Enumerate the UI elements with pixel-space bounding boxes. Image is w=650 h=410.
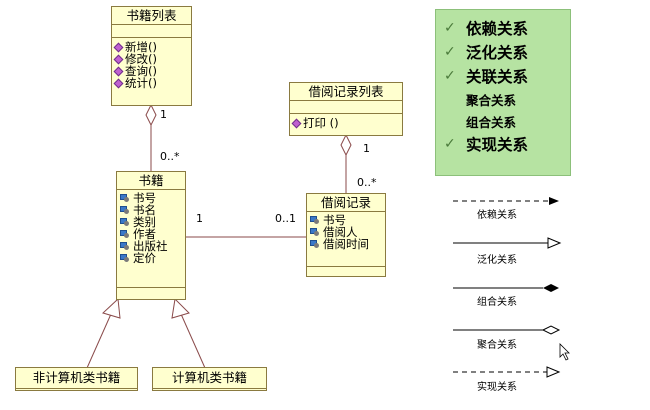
operation-row: 查询() [113, 65, 188, 77]
attribute-row: 书号 [120, 192, 182, 204]
attribute-section [112, 25, 191, 38]
class-book-list[interactable]: 书籍列表 新增() 修改() 查询() 统计() [111, 6, 192, 106]
legend-generalization-arrow [547, 237, 562, 249]
operation-section: 打印 () [290, 114, 402, 131]
legend-label-aggregation: 聚合关系 [477, 340, 517, 351]
legend-label-generalization: 泛化关系 [477, 255, 517, 266]
attribute-row: 书号 [310, 214, 382, 226]
attribute-section [290, 101, 402, 114]
operation-row: 打印 () [291, 117, 399, 129]
attribute-icon [120, 254, 130, 262]
class-name: 计算机类书籍 [153, 368, 266, 389]
class-borrow-list[interactable]: 借阅记录列表 打印 () [289, 82, 403, 136]
multiplicity-label: 1 [196, 212, 203, 225]
operation-icon [291, 118, 302, 128]
relation-item-realization: ✓实现关系 [444, 136, 529, 154]
attribute-row: 书名 [120, 204, 182, 216]
aggregation-diamond-borrowlist [340, 133, 352, 157]
check-icon: ✓ [444, 68, 456, 84]
multiplicity-label: 0..* [160, 150, 180, 163]
class-non-computer-book[interactable]: 非计算机类书籍 [15, 367, 138, 391]
operation-row: 统计() [113, 77, 188, 89]
attribute-row: 类别 [120, 216, 182, 228]
attribute-row: 定价 [120, 252, 182, 264]
legend-label-dependency: 依赖关系 [477, 210, 517, 221]
operation-icon [113, 78, 124, 88]
operation-section: 新增() 修改() 查询() 统计() [112, 38, 191, 91]
generalization-line-computer [180, 313, 206, 369]
check-icon: ✓ [444, 20, 456, 36]
aggregation-diamond-booklist [145, 103, 157, 127]
check-icon: ✓ [444, 44, 456, 60]
legend-dependency-arrow [549, 197, 559, 205]
relation-type-panel: ✓依赖关系 ✓泛化关系 ✓关联关系 聚合关系 组合关系 ✓实现关系 [435, 9, 571, 176]
attribute-icon [120, 206, 130, 214]
generalization-arrow-left [102, 297, 121, 319]
legend-aggregation-diamond [541, 325, 561, 335]
multiplicity-label: 1 [160, 108, 167, 121]
mouse-cursor-icon [559, 343, 570, 361]
attribute-icon [120, 242, 130, 250]
operation-section [307, 267, 385, 271]
attribute-section: 书号 书名 类别 作者 出版社 定价 [117, 190, 185, 288]
legend-label-composition: 组合关系 [477, 297, 517, 308]
attribute-icon [310, 228, 320, 236]
relation-item-association: ✓关联关系 [444, 68, 529, 86]
attribute-row: 出版社 [120, 240, 182, 252]
attribute-section: 书号 借阅人 借阅时间 [307, 212, 385, 267]
class-name: 借阅记录 [307, 194, 385, 212]
class-name: 借阅记录列表 [290, 83, 402, 101]
attribute-icon [120, 194, 130, 202]
operation-icon [113, 66, 124, 76]
legend-label-realization: 实现关系 [477, 382, 517, 393]
legend-realization-arrow [546, 366, 561, 378]
generalization-line-noncomputer [86, 313, 112, 369]
attribute-row: 作者 [120, 228, 182, 240]
generalization-arrow-right [171, 297, 190, 319]
operation-icon [113, 54, 124, 64]
class-borrow-record[interactable]: 借阅记录 书号 借阅人 借阅时间 [306, 193, 386, 277]
operation-icon [113, 42, 124, 52]
attribute-icon [120, 218, 130, 226]
attribute-row: 借阅人 [310, 226, 382, 238]
attribute-icon [120, 230, 130, 238]
legend-composition-diamond [543, 284, 559, 292]
attribute-icon [310, 216, 320, 224]
relation-item-generalization: ✓泛化关系 [444, 44, 529, 62]
multiplicity-label: 0..1 [275, 212, 296, 225]
attribute-row: 借阅时间 [310, 238, 382, 250]
relation-item-aggregation: 聚合关系 [466, 92, 517, 108]
relation-item-dependency: ✓依赖关系 [444, 20, 529, 38]
class-name: 书籍列表 [112, 7, 191, 25]
multiplicity-label: 1 [363, 142, 370, 155]
relation-item-composition: 组合关系 [466, 114, 517, 130]
class-name: 非计算机类书籍 [16, 368, 137, 389]
class-computer-book[interactable]: 计算机类书籍 [152, 367, 267, 391]
operation-row: 新增() [113, 41, 188, 53]
class-book[interactable]: 书籍 书号 书名 类别 作者 出版社 定价 [116, 171, 186, 300]
multiplicity-label: 0..* [357, 176, 377, 189]
check-icon: ✓ [444, 136, 456, 152]
operation-row: 修改() [113, 53, 188, 65]
operation-section [117, 288, 185, 292]
attribute-icon [310, 240, 320, 248]
class-name: 书籍 [117, 172, 185, 190]
